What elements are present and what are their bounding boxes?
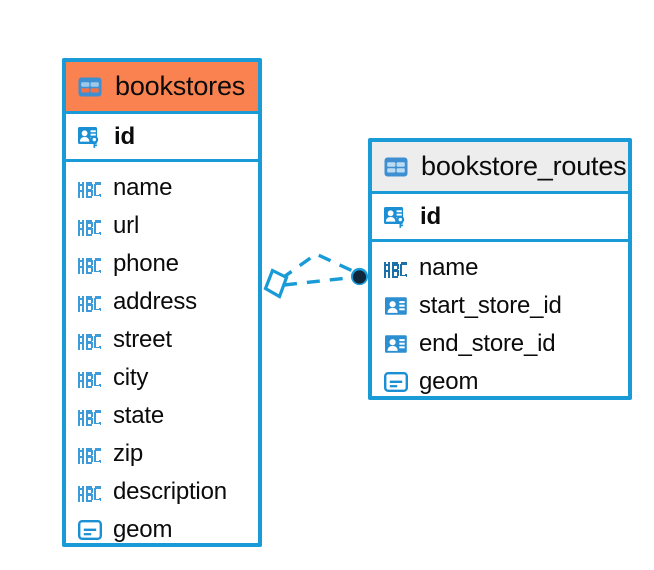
- primary-key-label: id: [420, 202, 441, 230]
- column-row[interactable]: geom: [66, 511, 258, 549]
- entity-header-bookstore-routes[interactable]: bookstore_routes: [372, 142, 628, 194]
- column-label: url: [113, 212, 140, 239]
- column-row[interactable]: street: [66, 321, 258, 359]
- table-grid-icon: [76, 73, 104, 101]
- text-abc-icon: [77, 217, 103, 236]
- text-abc-icon: [77, 407, 103, 426]
- primary-key-icon: [382, 203, 410, 231]
- column-label: description: [113, 478, 227, 505]
- text-abc-icon: [77, 483, 103, 502]
- entity-bookstore-routes[interactable]: bookstore_routes: [368, 138, 632, 400]
- filled-circle-marker: [350, 267, 369, 286]
- column-label: state: [113, 402, 165, 429]
- column-row[interactable]: phone: [66, 245, 258, 283]
- primary-key-label: id: [114, 122, 135, 150]
- column-label: phone: [113, 250, 179, 277]
- column-row[interactable]: state: [66, 397, 258, 435]
- text-abc-icon: [77, 255, 103, 274]
- column-label: zip: [113, 440, 144, 467]
- relationship-line-upper: [280, 252, 358, 281]
- column-row[interactable]: zip: [66, 435, 258, 473]
- column-list-bookstores: name url: [66, 162, 258, 557]
- column-label: name: [419, 254, 479, 281]
- column-label: end_store_id: [419, 330, 556, 357]
- column-label: city: [113, 364, 149, 391]
- entity-title: bookstore_routes: [421, 151, 627, 181]
- geometry-icon: [383, 369, 409, 395]
- column-row[interactable]: end_store_id: [372, 325, 628, 363]
- column-row[interactable]: start_store_id: [372, 287, 628, 325]
- column-label: address: [113, 288, 197, 315]
- entity-title: bookstores: [115, 71, 246, 101]
- geometry-icon: [77, 517, 103, 543]
- column-row[interactable]: address: [66, 283, 258, 321]
- foreign-key-icon: [383, 331, 409, 357]
- column-label: name: [113, 174, 173, 201]
- column-row[interactable]: url: [66, 207, 258, 245]
- table-grid-icon: [382, 153, 410, 181]
- column-label: start_store_id: [419, 292, 562, 319]
- column-row[interactable]: name: [66, 169, 258, 207]
- text-abc-icon: [77, 369, 103, 388]
- text-abc-icon: [77, 293, 103, 312]
- column-label: geom: [113, 516, 173, 543]
- text-abc-icon: [383, 259, 409, 278]
- relationship-line-lower: [283, 275, 358, 287]
- text-abc-icon: [77, 445, 103, 464]
- entity-bookstores[interactable]: bookstores: [62, 58, 262, 547]
- foreign-key-icon: [383, 293, 409, 319]
- column-row[interactable]: name: [372, 249, 628, 287]
- text-abc-icon: [77, 331, 103, 350]
- column-label: geom: [419, 368, 479, 395]
- entity-header-bookstores[interactable]: bookstores: [66, 62, 258, 114]
- primary-key-row[interactable]: id: [372, 194, 628, 242]
- diamond-marker: [263, 268, 289, 299]
- primary-key-row[interactable]: id: [66, 114, 258, 162]
- text-abc-icon: [77, 179, 103, 198]
- column-label: street: [113, 326, 172, 353]
- column-row[interactable]: geom: [372, 363, 628, 401]
- primary-key-icon: [76, 123, 104, 151]
- column-list-bookstore-routes: name start_store_id: [372, 242, 628, 409]
- column-row[interactable]: city: [66, 359, 258, 397]
- column-row[interactable]: description: [66, 473, 258, 511]
